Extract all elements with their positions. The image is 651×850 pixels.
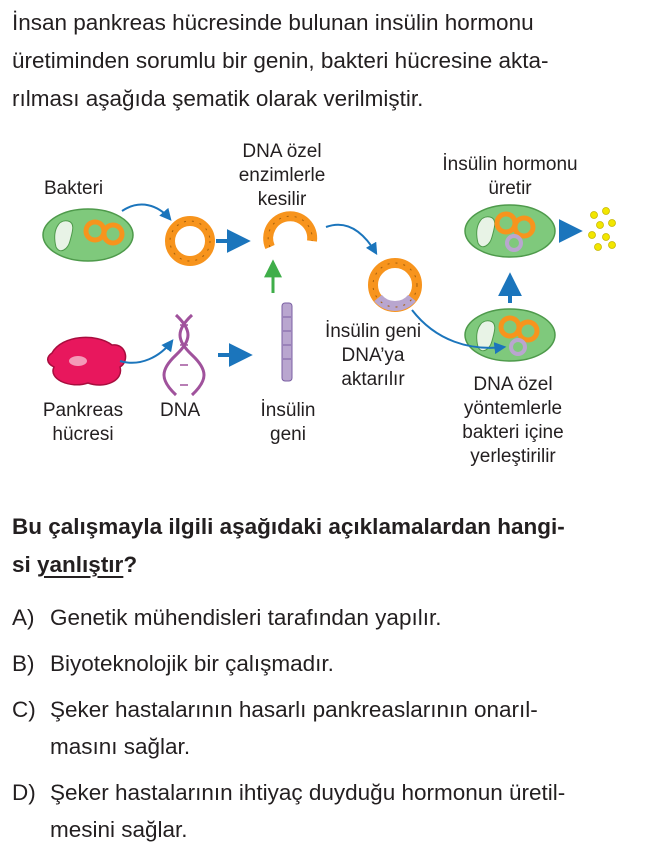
label-insulin-geni-line2: geni [270,424,306,445]
insulin-molecules [588,207,616,251]
label-yontemler-line3: bakteri içine [462,422,564,443]
label-gen-aktarilir-line3: aktarılır [341,369,405,390]
label-dna-enzimler-line2: enzimlerle [238,165,326,186]
label-insulin-geni: İnsülin geni [238,399,338,447]
intro-line-2: üretiminden sorumlu bir genin, bakteri h… [12,48,549,73]
question-line-2-post: ? [123,552,138,577]
bacterium-2 [464,308,556,362]
dna-helix [162,313,206,397]
label-yontemler-line2: yöntemlerle [463,398,563,419]
label-bakteri: Bakteri [44,178,104,199]
option-c[interactable]: C) Şeker hastalarının hasarlı pankreasla… [12,691,640,765]
curved-arrow-1 [121,203,172,221]
option-d-line1: Şeker hastalarının ihtiyaç duyduğu hormo… [50,780,566,805]
label-gen-aktarilir: İnsülin geni DNA’ya aktarılır [308,320,438,392]
option-a-key: A) [12,605,35,630]
pancreas-cell [47,336,127,386]
question-line-2: si yanlıştır? [12,546,640,584]
option-d-key: D) [12,780,36,805]
intro-line-1: İnsan pankreas hücresinde bulunan insüli… [12,10,534,35]
label-dna-enzimler-line1: DNA özel [242,141,322,162]
intro-paragraph: İnsan pankreas hücresinde bulunan insüli… [12,4,640,118]
option-b-key: B) [12,651,35,676]
label-pankreas-line1: Pankreas [42,400,124,421]
question-line-2-pre: si [12,552,38,577]
option-c-key: C) [12,697,36,722]
question-line-1: Bu çalışmayla ilgili aşağıdaki açıklamal… [12,514,565,539]
option-d[interactable]: D) Şeker hastalarının ihtiyaç duyduğu ho… [12,774,640,848]
label-gen-aktarilir-line1: İnsülin geni [324,321,422,342]
question-keyword-underlined: yanlıştır [37,552,124,577]
label-gen-aktarilir-line2: DNA’ya [341,345,405,366]
label-yontemler: DNA özel yöntemlerle bakteri içine yerle… [438,373,588,469]
label-insulin-hormonu: İnsülin hormonu üretir [420,153,600,201]
label-dna-enzimler: DNA özel enzimlerle kesilir [222,140,342,212]
plasmid [165,216,215,266]
curved-arrow-3 [119,339,174,364]
label-dna: DNA [160,400,201,421]
option-d-text: Şeker hastalarının ihtiyaç duyduğu hormo… [50,774,640,848]
question-stem: Bu çalışmayla ilgili aşağıdaki açıklamal… [12,508,640,584]
recombinant-plasmid [368,258,422,312]
curved-arrow-4 [411,309,507,355]
option-c-text: Şeker hastalarının hasarlı pankreasların… [50,691,640,765]
bacterium-3 [464,204,556,258]
label-yontemler-line1: DNA özel [473,374,553,395]
bacterium-1 [42,208,134,262]
label-dna-enzimler-line3: kesilir [257,189,307,210]
diagram-graphics [42,203,616,397]
label-yontemler-line4: yerleştirilir [470,446,556,467]
gene-transfer-diagram: Bakteri DNA özel enzimlerle kesilir İnsü… [0,135,651,490]
option-c-line1: Şeker hastalarının hasarlı pankreasların… [50,697,538,722]
insulin-gene-fragment [281,302,293,382]
intro-line-3: rılması aşağıda şematik olarak verilmişt… [12,86,424,111]
option-a-text: Genetik mühendisleri tarafından yapılır. [50,605,442,630]
option-b-text: Biyoteknolojik bir çalışmadır. [50,651,334,676]
option-d-line2: mesini sağlar. [50,817,188,842]
option-c-line2: masını sağlar. [50,734,191,759]
label-pankreas: Pankreas hücresi [28,399,138,447]
cut-plasmid [263,211,318,249]
label-insulin-hormonu-line1: İnsülin hormonu [442,154,578,175]
label-insulin-geni-line1: İnsülin [260,400,316,421]
option-a[interactable]: A) Genetik mühendisleri tarafından yapıl… [12,599,640,636]
label-pankreas-line2: hücresi [52,424,114,445]
option-b[interactable]: B) Biyoteknolojik bir çalışmadır. [12,645,640,682]
label-insulin-hormonu-line2: üretir [488,178,532,199]
curved-arrow-2 [325,223,378,256]
